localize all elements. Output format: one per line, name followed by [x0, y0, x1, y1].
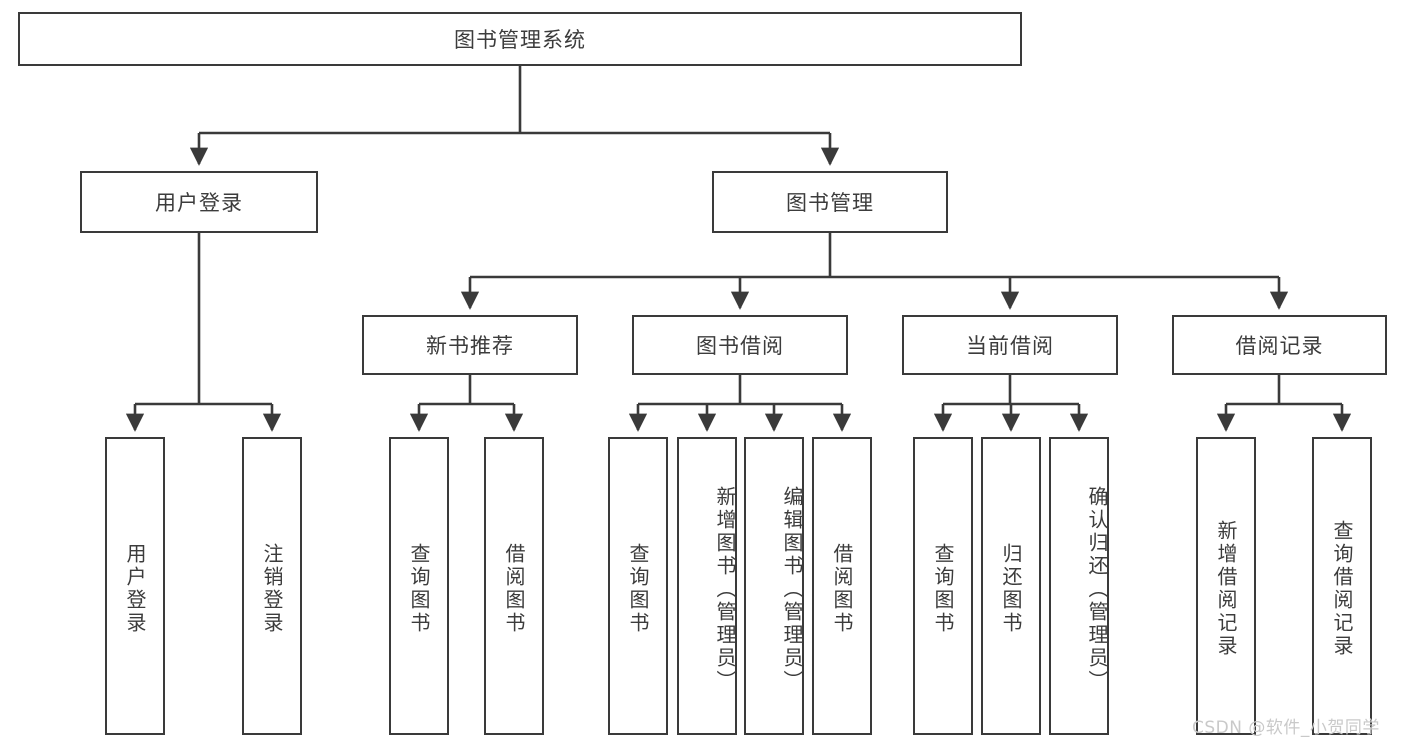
leaf-query-book-current[interactable]: 查询图书 [913, 437, 973, 735]
node-book-management[interactable]: 图书管理 [712, 171, 948, 233]
leaf-query-book-recommend[interactable]: 查询图书 [389, 437, 449, 735]
node-current-borrow[interactable]: 当前借阅 [902, 315, 1118, 375]
leaf-return-book[interactable]: 归还图书 [981, 437, 1041, 735]
leaf-query-borrow-record[interactable]: 查询借阅记录 [1312, 437, 1372, 735]
leaf-add-borrow-record[interactable]: 新增借阅记录 [1196, 437, 1256, 735]
leaf-borrow-book-recommend[interactable]: 借阅图书 [484, 437, 544, 735]
csdn-watermark: CSDN @软件_小贺同学 [1192, 718, 1380, 738]
leaf-user-login[interactable]: 用户登录 [105, 437, 165, 735]
leaf-borrow-book-borrow[interactable]: 借阅图书 [812, 437, 872, 735]
node-borrow-record[interactable]: 借阅记录 [1172, 315, 1387, 375]
leaf-query-book-borrow[interactable]: 查询图书 [608, 437, 668, 735]
leaf-logout-login[interactable]: 注销登录 [242, 437, 302, 735]
leaf-confirm-return-admin[interactable]: 确认归还（管理员） [1049, 437, 1109, 735]
leaf-add-book-admin[interactable]: 新增图书（管理员） [677, 437, 737, 735]
leaf-edit-book-admin[interactable]: 编辑图书（管理员） [744, 437, 804, 735]
node-book-borrow[interactable]: 图书借阅 [632, 315, 848, 375]
node-new-book-recommendation[interactable]: 新书推荐 [362, 315, 578, 375]
node-root[interactable]: 图书管理系统 [18, 12, 1022, 66]
node-user-login[interactable]: 用户登录 [80, 171, 318, 233]
